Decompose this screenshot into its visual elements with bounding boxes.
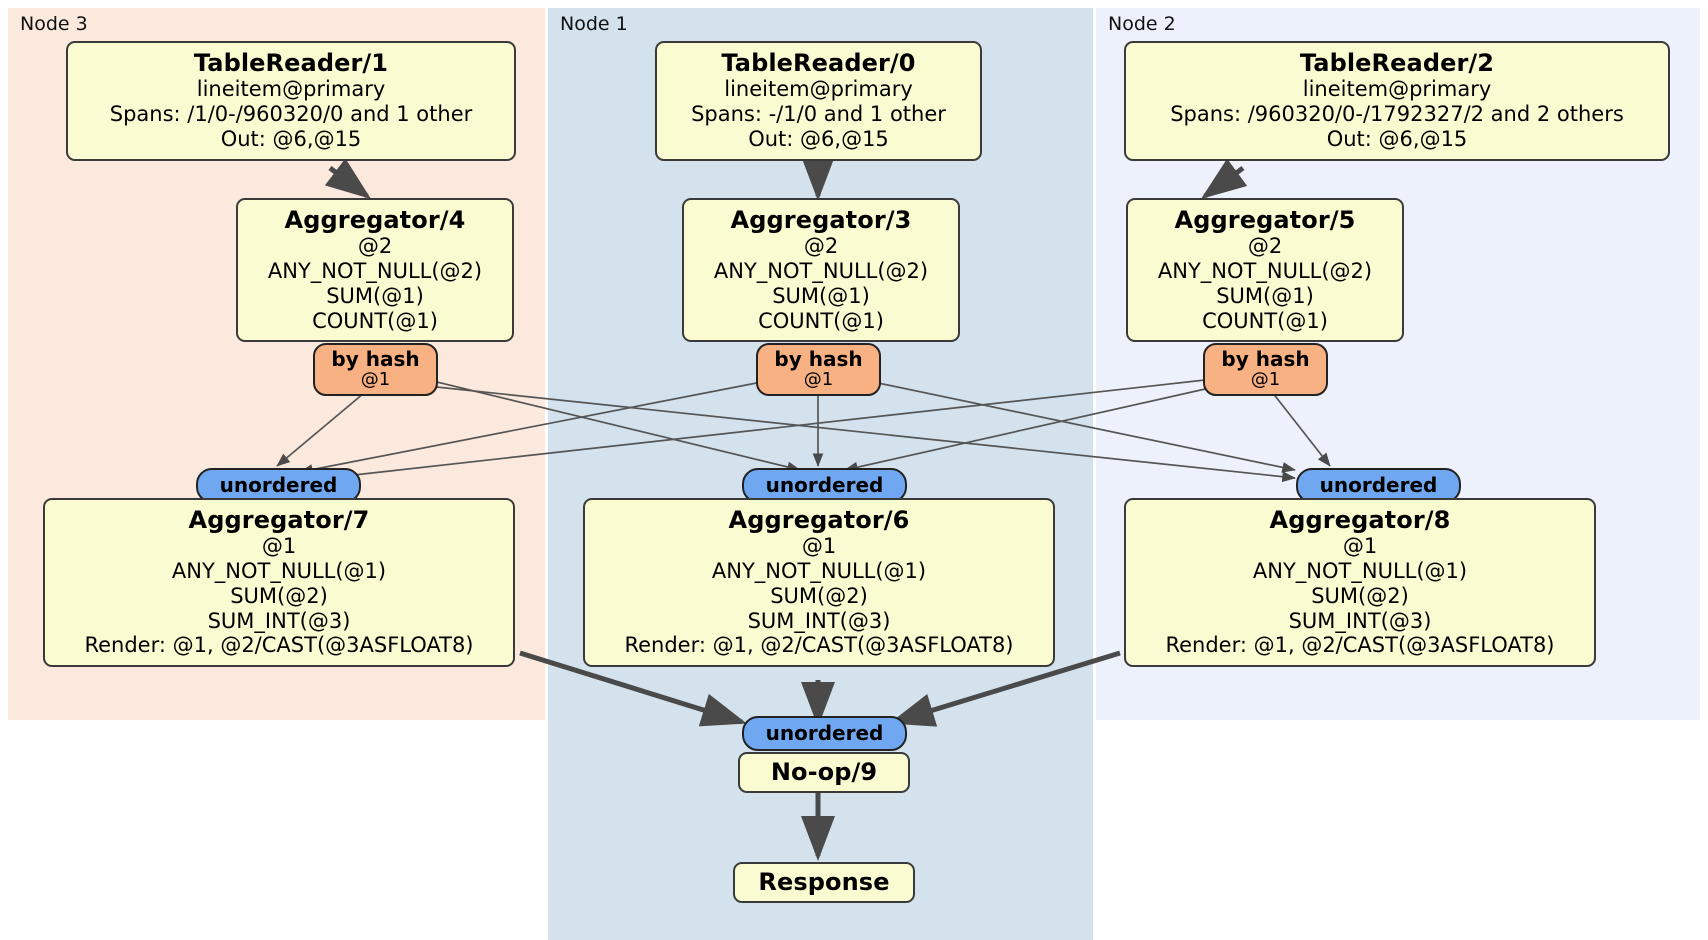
node-line: SUM_INT(@3)	[207, 608, 351, 633]
node-line: @1	[1342, 534, 1378, 559]
node-line: SUM_INT(@3)	[747, 608, 891, 633]
node-line: SUM(@1)	[772, 283, 870, 308]
node-title: Response	[758, 868, 890, 896]
synchronizer-label: unordered	[765, 473, 884, 497]
processor-tablereader-1[interactable]: TableReader/1 lineitem@primary Spans: /1…	[66, 41, 516, 161]
processor-aggregator-7[interactable]: Aggregator/7 @1 ANY_NOT_NULL(@1) SUM(@2)…	[43, 498, 515, 668]
router-sublabel: @1	[1250, 369, 1281, 390]
node-line: @1	[261, 534, 297, 559]
synchronizer-label: unordered	[765, 721, 884, 745]
node-line: ANY_NOT_NULL(@2)	[713, 259, 929, 284]
node-line: lineitem@primary	[196, 77, 386, 102]
node-title: Aggregator/6	[728, 506, 910, 534]
node-line: @2	[1247, 234, 1283, 259]
router-by-hash-middle[interactable]: by hash @1	[756, 343, 881, 396]
node-line: COUNT(@1)	[1202, 308, 1328, 333]
node-title: Aggregator/5	[1174, 206, 1356, 234]
synchronizer-unordered-left[interactable]: unordered	[196, 468, 361, 503]
node-title: No-op/9	[770, 758, 878, 786]
processor-tablereader-0[interactable]: TableReader/0 lineitem@primary Spans: -/…	[655, 41, 982, 161]
node-line: lineitem@primary	[724, 77, 913, 102]
processor-aggregator-4[interactable]: Aggregator/4 @2 ANY_NOT_NULL(@2) SUM(@1)…	[236, 198, 514, 343]
region-label-node-2: Node 2	[1108, 13, 1176, 35]
node-line: Spans: /960320/0-/1792327/2 and 2 others	[1170, 102, 1624, 127]
node-title: Aggregator/4	[284, 206, 466, 234]
router-label: by hash	[1221, 347, 1310, 371]
node-title: TableReader/1	[193, 49, 389, 77]
node-line: Spans: -/1/0 and 1 other	[691, 102, 946, 127]
node-line: @2	[357, 234, 393, 259]
synchronizer-unordered-final[interactable]: unordered	[742, 716, 907, 751]
synchronizer-label: unordered	[219, 473, 338, 497]
node-title: Aggregator/3	[730, 206, 912, 234]
node-line: ANY_NOT_NULL(@1)	[711, 559, 927, 584]
node-line: Spans: /1/0-/960320/0 and 1 other	[109, 102, 473, 127]
node-line: SUM_INT(@3)	[1288, 608, 1432, 633]
synchronizer-unordered-middle[interactable]: unordered	[742, 468, 907, 503]
router-label: by hash	[331, 347, 420, 371]
processor-response[interactable]: Response	[733, 862, 915, 904]
node-line: Render: @1, @2/CAST(@3ASFLOAT8)	[84, 633, 474, 658]
synchronizer-label: unordered	[1319, 473, 1438, 497]
node-title: Aggregator/7	[188, 506, 370, 534]
node-title: TableReader/2	[1299, 49, 1495, 77]
router-sublabel: @1	[360, 369, 391, 390]
router-by-hash-left[interactable]: by hash @1	[313, 343, 438, 396]
node-line: SUM(@2)	[230, 583, 328, 608]
processor-aggregator-6[interactable]: Aggregator/6 @1 ANY_NOT_NULL(@1) SUM(@2)…	[583, 498, 1055, 668]
router-sublabel: @1	[803, 369, 834, 390]
node-line: COUNT(@1)	[312, 308, 438, 333]
node-line: SUM(@1)	[1216, 283, 1314, 308]
node-line: Out: @6,@15	[1326, 126, 1468, 151]
node-title: TableReader/0	[721, 49, 916, 77]
node-line: Render: @1, @2/CAST(@3ASFLOAT8)	[624, 633, 1014, 658]
node-line: lineitem@primary	[1302, 77, 1492, 102]
node-line: ANY_NOT_NULL(@1)	[1252, 559, 1468, 584]
node-line: ANY_NOT_NULL(@1)	[171, 559, 387, 584]
node-line: ANY_NOT_NULL(@2)	[267, 259, 483, 284]
processor-no-op-9[interactable]: No-op/9	[738, 752, 910, 794]
node-title: Aggregator/8	[1269, 506, 1451, 534]
processor-aggregator-5[interactable]: Aggregator/5 @2 ANY_NOT_NULL(@2) SUM(@1)…	[1126, 198, 1404, 343]
processor-tablereader-2[interactable]: TableReader/2 lineitem@primary Spans: /9…	[1124, 41, 1670, 161]
node-line: @2	[803, 234, 839, 259]
router-label: by hash	[774, 347, 863, 371]
node-line: SUM(@2)	[1311, 583, 1409, 608]
node-line: @1	[801, 534, 837, 559]
region-label-node-1: Node 1	[560, 13, 628, 35]
processor-aggregator-3[interactable]: Aggregator/3 @2 ANY_NOT_NULL(@2) SUM(@1)…	[682, 198, 960, 343]
region-label-node-3: Node 3	[20, 13, 88, 35]
node-line: SUM(@1)	[326, 283, 424, 308]
node-line: SUM(@2)	[770, 583, 868, 608]
node-line: Render: @1, @2/CAST(@3ASFLOAT8)	[1165, 633, 1555, 658]
router-by-hash-right[interactable]: by hash @1	[1203, 343, 1328, 396]
processor-aggregator-8[interactable]: Aggregator/8 @1 ANY_NOT_NULL(@1) SUM(@2)…	[1124, 498, 1596, 668]
node-line: ANY_NOT_NULL(@2)	[1157, 259, 1373, 284]
node-line: Out: @6,@15	[748, 126, 889, 151]
node-line: Out: @6,@15	[220, 126, 362, 151]
node-line: COUNT(@1)	[758, 308, 884, 333]
